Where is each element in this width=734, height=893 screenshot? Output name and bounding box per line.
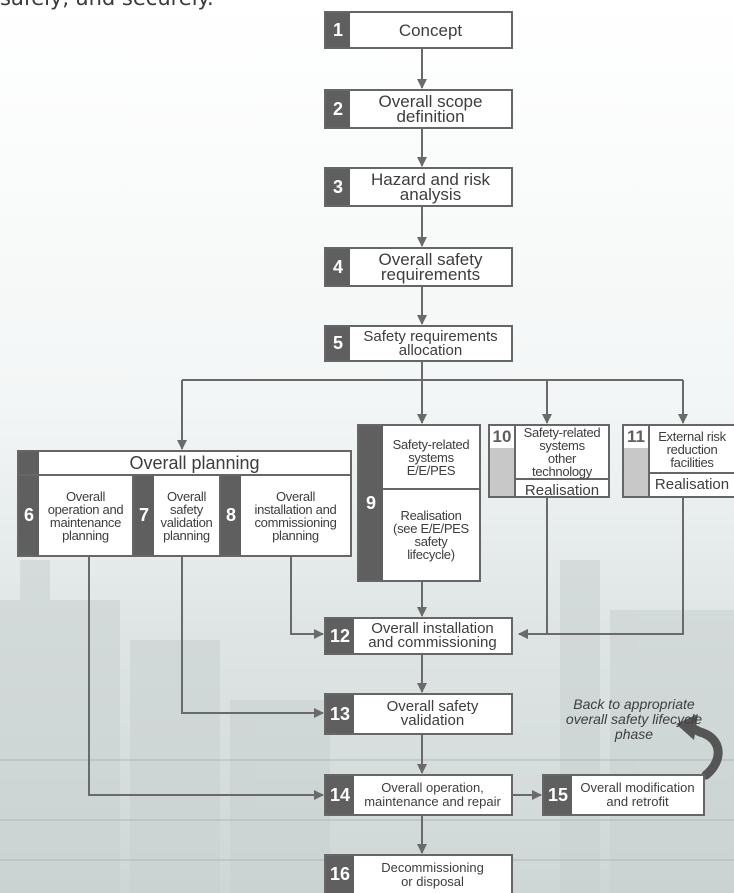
step-label: Overall safety validation <box>386 698 479 729</box>
back-curve-arrow <box>683 721 723 780</box>
step-label: Overall scope definition <box>378 92 483 126</box>
step-label: Decommissioning or disposal <box>381 859 484 889</box>
arrow-7-13 <box>181 556 324 718</box>
overall-planning-group: Overall planning 6 Overall operation and… <box>17 450 352 557</box>
back-to-lifecycle-note: Back to appropriate overall safety lifec… <box>565 696 703 742</box>
step-number: 4 <box>326 249 350 285</box>
step-number: 3 <box>326 169 350 205</box>
intro-text: safely, and securely. <box>0 0 330 10</box>
step-label: Overall operation and maintenance planni… <box>47 488 124 543</box>
step-number: 7 <box>134 476 154 555</box>
step-number: 15 <box>544 776 572 814</box>
step-10-other-technology: 10 Safety-related systems other technolo… <box>488 424 610 498</box>
step-8-installation-commissioning-planning: 8 Overall installation and commissioning… <box>221 476 350 555</box>
step-label: Overall operation, maintenance and repai… <box>364 780 501 809</box>
step-4-safety-requirements: 4 Overall safety requirements <box>324 247 513 287</box>
step-number: 6 <box>19 476 39 555</box>
step-number-column: 11 <box>624 426 648 496</box>
step-9-ee-pes-systems: 9 Safety-related systems E/E/PES Realisa… <box>357 424 481 582</box>
step-label: Overall safety validation planning <box>160 488 213 543</box>
step-1-concept: 1 Concept <box>324 11 513 49</box>
step-label: Concept <box>398 20 463 40</box>
step-2-scope-definition: 2 Overall scope definition <box>324 89 513 129</box>
step-16-decommissioning: 16 Decommissioning or disposal <box>324 854 513 893</box>
step-6-operation-maintenance-planning: 6 Overall operation and maintenance plan… <box>19 476 134 555</box>
step-7-safety-validation-planning: 7 Overall safety validation planning <box>134 476 221 555</box>
step-3-hazard-risk-analysis: 3 Hazard and risk analysis <box>324 167 513 207</box>
step-13-safety-validation: 13 Overall safety validation <box>324 693 513 735</box>
step-11-external-risk-reduction: 11 External risk reduction facilities Re… <box>622 424 734 498</box>
step-11-facilities-label: External risk reduction facilities <box>650 426 734 474</box>
step-number: 11 <box>624 426 648 448</box>
gray-panel <box>490 448 514 496</box>
step-number: 16 <box>326 856 354 893</box>
arrow-8-12 <box>290 556 324 639</box>
step-10-systems-label: Safety-related systems other technology <box>516 426 608 480</box>
step-number: 8 <box>221 476 241 555</box>
header-number-strip <box>19 452 39 474</box>
arrow-6-14 <box>88 556 324 800</box>
step-number: 2 <box>326 91 350 127</box>
step-label: Safety requirements allocation <box>363 327 498 359</box>
step-11-realisation-label: Realisation <box>654 476 730 493</box>
step-number: 13 <box>326 695 354 733</box>
step-9-systems-label: Safety-related systems E/E/PES <box>383 426 479 490</box>
step-label: Overall installation and commissioning p… <box>254 488 337 543</box>
step-12-installation-commissioning: 12 Overall installation and commissionin… <box>324 617 513 655</box>
overall-planning-header: Overall planning <box>19 452 350 476</box>
step-number: 5 <box>326 327 350 360</box>
step-label: Overall installation and commissioning <box>368 620 497 651</box>
arrow-10-12 <box>518 497 548 639</box>
step-number: 10 <box>490 426 514 448</box>
overall-planning-title: Overall planning <box>129 453 260 473</box>
step-5-requirements-allocation: 5 Safety requirements allocation <box>324 325 513 362</box>
step-14-operation-maintenance-repair: 14 Overall operation, maintenance and re… <box>324 774 513 816</box>
step-label: Hazard and risk analysis <box>370 170 491 204</box>
step-number: 1 <box>326 13 350 47</box>
step-number: 12 <box>326 619 354 653</box>
gray-panel <box>624 448 648 496</box>
step-label: Overall safety requirements <box>378 250 483 284</box>
step-10-realisation-label: Realisation <box>524 482 600 499</box>
step-label: Overall modification and retrofit <box>580 780 695 809</box>
step-number: 14 <box>326 776 354 814</box>
step-number-column: 10 <box>490 426 514 496</box>
step-15-modification-retrofit: 15 Overall modification and retrofit <box>542 774 705 816</box>
step-9-realisation-label: Realisation (see E/E/PES safety lifecycl… <box>393 508 469 562</box>
step-number: 9 <box>359 426 383 580</box>
back-curve-arrowhead <box>676 714 698 740</box>
arrow-11-12 <box>518 497 684 639</box>
